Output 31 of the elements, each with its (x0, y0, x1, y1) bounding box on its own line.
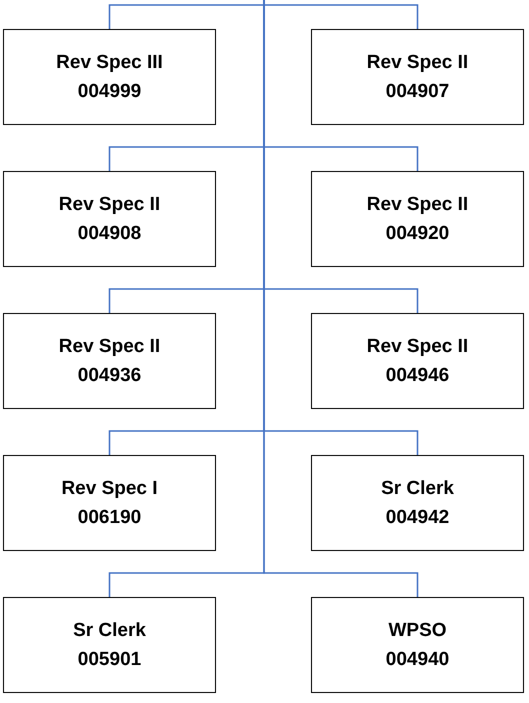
position-number: 004907 (386, 80, 450, 104)
position-box (3, 455, 216, 551)
position-box (3, 313, 216, 409)
position-number: 004942 (386, 506, 450, 530)
job-title: Rev Spec II (58, 335, 160, 359)
position-box (311, 171, 524, 267)
position-box (3, 29, 216, 125)
position-box (311, 455, 524, 551)
position-number: 004940 (386, 648, 450, 672)
position-number: 004936 (78, 364, 142, 388)
position-box (311, 597, 524, 693)
job-title: Rev Spec III (56, 51, 163, 75)
job-title: Rev Spec II (58, 193, 160, 217)
position-number: 004920 (386, 222, 450, 246)
job-title: Rev Spec II (366, 51, 468, 75)
job-title: WPSO (388, 619, 447, 643)
position-number: 004946 (386, 364, 450, 388)
position-number: 004999 (78, 80, 142, 104)
position-number: 004908 (78, 222, 142, 246)
connector-line (263, 0, 418, 597)
job-title: Rev Spec II (366, 193, 468, 217)
position-box (3, 597, 216, 693)
job-title: Sr Clerk (381, 477, 454, 501)
position-box (311, 29, 524, 125)
job-title: Rev Spec II (366, 335, 468, 359)
job-title: Rev Spec I (61, 477, 158, 501)
position-number: 006190 (78, 506, 142, 530)
position-number: 005901 (78, 648, 142, 672)
position-box (311, 313, 524, 409)
job-title: Sr Clerk (73, 619, 146, 643)
position-box (3, 171, 216, 267)
